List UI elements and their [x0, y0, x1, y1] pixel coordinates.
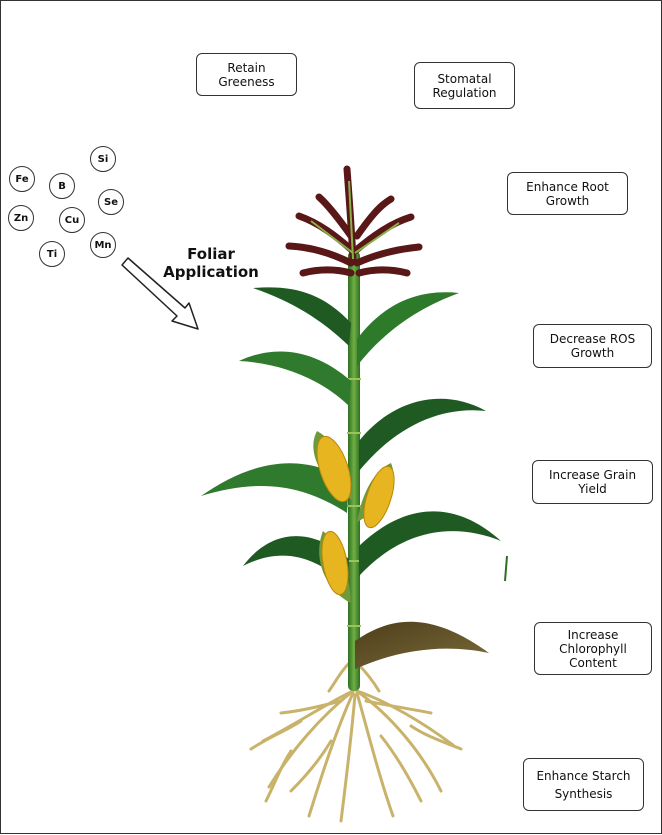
effect-stomatal-regulation: StomatalRegulation	[414, 62, 515, 109]
effect-line: Enhance Root	[526, 180, 609, 194]
effect-line: Content	[559, 656, 627, 670]
effect-enhance-starch-synthesis: Enhance StarchSynthesis	[523, 758, 644, 811]
effect-line: Stomatal	[432, 72, 496, 86]
element-si: Si	[90, 146, 116, 172]
element-se: Se	[98, 189, 124, 215]
foliar-label-line1: Foliar	[161, 245, 261, 263]
effect-retain-greeness: RetainGreeness	[196, 53, 297, 96]
effect-line: Increase Grain	[549, 468, 636, 482]
foliar-application-label: Foliar Application	[161, 245, 261, 281]
effect-line: Enhance Starch	[536, 767, 630, 785]
element-mn: Mn	[90, 232, 116, 258]
effect-line: Greeness	[218, 75, 274, 89]
tassel	[289, 169, 419, 273]
element-b: B	[49, 173, 75, 199]
effect-line: Chlorophyll	[559, 642, 627, 656]
effect-line: Regulation	[432, 86, 496, 100]
effect-line: Increase	[559, 628, 627, 642]
element-zn: Zn	[8, 205, 34, 231]
element-ti: Ti	[39, 241, 65, 267]
effect-line: Decrease ROS	[550, 332, 635, 346]
effect-line: Retain	[218, 61, 274, 75]
effect-increase-chlorophyll-content: IncreaseChlorophyllContent	[534, 622, 652, 675]
element-cu: Cu	[59, 207, 85, 233]
effect-increase-grain-yield: Increase GrainYield	[532, 460, 653, 504]
effect-line: Yield	[549, 482, 636, 496]
element-fe: Fe	[9, 166, 35, 192]
effect-enhance-root-growth: Enhance RootGrowth	[507, 172, 628, 215]
foliar-label-line2: Application	[161, 263, 261, 281]
effect-line: Synthesis	[536, 785, 630, 803]
effect-decrease-ros-growth: Decrease ROSGrowth	[533, 324, 652, 368]
effect-line: Growth	[550, 346, 635, 360]
effect-line: Growth	[526, 194, 609, 208]
